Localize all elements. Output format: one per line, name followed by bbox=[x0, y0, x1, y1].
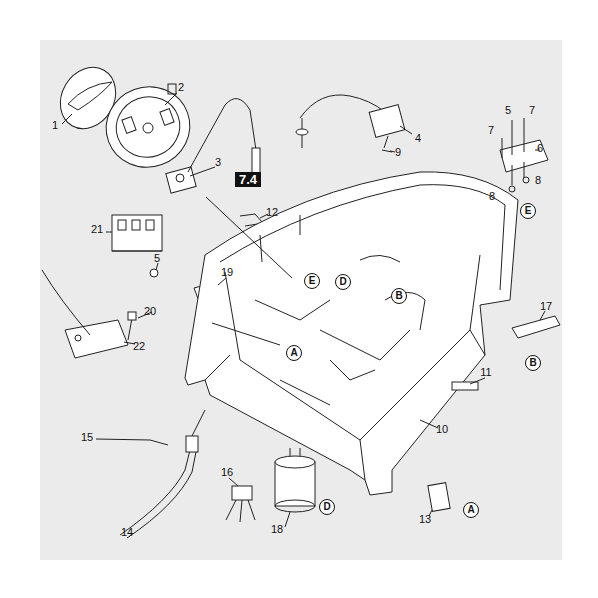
callout-number: 17 bbox=[540, 301, 552, 312]
connection-letter: A bbox=[286, 345, 302, 361]
callout-number: 2 bbox=[178, 82, 184, 93]
callout-number: 18 bbox=[271, 524, 283, 535]
connection-letter: D bbox=[335, 274, 351, 290]
section-ref: 7.4 bbox=[239, 173, 257, 186]
connection-letter: E bbox=[304, 273, 320, 289]
connection-letter: D bbox=[319, 499, 335, 515]
connection-letter-text: D bbox=[339, 277, 346, 287]
callout-number: 5 bbox=[505, 105, 511, 116]
connection-letter-text: E bbox=[309, 276, 316, 286]
callout-number: 4 bbox=[415, 133, 421, 144]
callout-number: 8 bbox=[489, 191, 495, 202]
callout-number: 10 bbox=[436, 424, 448, 435]
callout-number: 6 bbox=[537, 143, 543, 154]
connection-letter-text: E bbox=[525, 206, 532, 216]
callout-number: 3 bbox=[215, 157, 221, 168]
connection-letter-text: D bbox=[323, 502, 330, 512]
callout-number: 5 bbox=[154, 253, 160, 264]
connection-letter: A bbox=[463, 502, 479, 518]
section-ref-box: 7.4 bbox=[235, 172, 261, 187]
connection-letter-text: B bbox=[395, 291, 402, 301]
callout-number: 11 bbox=[480, 367, 491, 378]
callout-number: 21 bbox=[91, 224, 103, 235]
callout-number: 19 bbox=[221, 267, 233, 278]
callout-number: 20 bbox=[144, 306, 156, 317]
callout-number: 15 bbox=[81, 432, 93, 443]
callout-number: 13 bbox=[419, 514, 431, 525]
callout-number: 16 bbox=[221, 467, 233, 478]
connection-letter: B bbox=[525, 355, 541, 371]
callout-number: 8 bbox=[535, 175, 541, 186]
callout-number: 7 bbox=[488, 125, 494, 136]
connection-letter: B bbox=[391, 288, 407, 304]
callout-number: 14 bbox=[121, 527, 133, 538]
connection-letter-text: A bbox=[467, 505, 474, 515]
callout-number: 1 bbox=[52, 120, 58, 131]
callout-number: 7 bbox=[529, 105, 535, 116]
connection-letter-text: A bbox=[290, 348, 297, 358]
connection-letter: E bbox=[520, 203, 536, 219]
callout-number: 9 bbox=[395, 147, 401, 158]
callout-number: 12 bbox=[266, 207, 278, 218]
connection-letter-text: B bbox=[529, 358, 536, 368]
callout-number: 22 bbox=[133, 341, 145, 352]
